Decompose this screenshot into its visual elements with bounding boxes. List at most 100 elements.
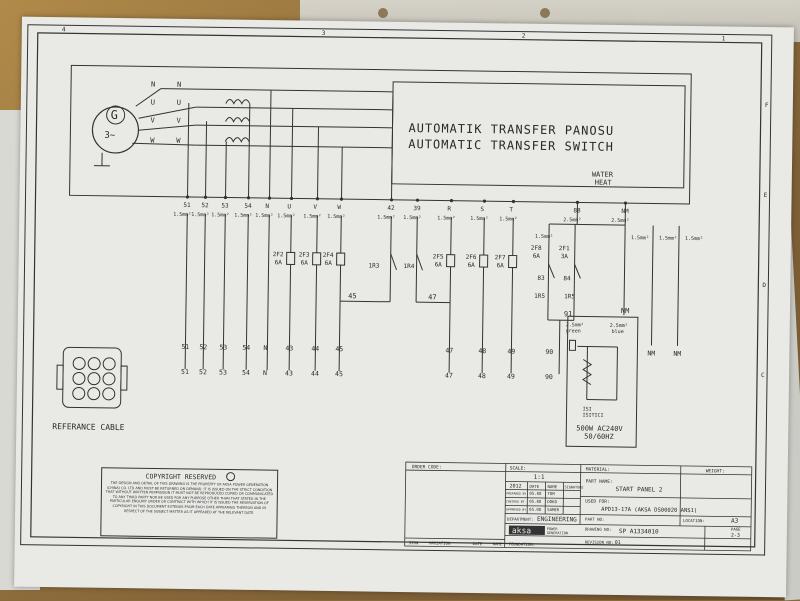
terminal-label-lower: 90 (545, 373, 553, 381)
company-name: aksa (512, 526, 532, 535)
approved-name: SAMER (547, 507, 560, 512)
date-label: DATE (473, 541, 483, 546)
title-line-2: AUTOMATIC TRANSFER SWITCH (408, 137, 614, 154)
terminal-label-lower: 49 (507, 372, 515, 380)
department-value: ENGINEERING (537, 516, 577, 524)
gen-terminal: U (151, 98, 155, 106)
top-terminal-label: R (447, 206, 451, 213)
terminal-label-upper: 51 (181, 343, 189, 351)
top-terminal-wire-size: 1.5mm² (173, 212, 191, 218)
gen-terminal: N (151, 80, 155, 88)
schematic-drawing: 4 3 2 1 F E D C AUTOMATIK TRANSFER PANOS… (14, 17, 794, 598)
terminal-dot (268, 196, 271, 199)
border-letter: F (765, 102, 769, 109)
location-label: LOCATION: (683, 518, 705, 523)
current-transformers (188, 89, 393, 200)
used-for-label: USED FOR: (585, 499, 609, 505)
terminal-label-upper: 47 (445, 347, 453, 355)
border-number: 1 (722, 35, 726, 42)
terminal-dot (247, 196, 250, 199)
gen-terminal: W (150, 136, 155, 144)
company-sub: POWERGENERATION (547, 527, 568, 535)
heater-label: ISITICI (582, 413, 603, 419)
fuse-label: 2F2 (273, 251, 284, 258)
top-terminal-wire-size: 1.5mm² (255, 213, 273, 219)
top-terminal-wire-size: 1.5mm² (327, 214, 345, 220)
terminal-label-lower: N (263, 369, 267, 377)
sheet-size: A3 (731, 518, 739, 525)
top-terminal-wire-size: 1.5mm² (403, 215, 421, 221)
year: 2012 (509, 483, 521, 489)
terminal-dot (483, 199, 486, 202)
terminal-label-upper: 45 (335, 345, 343, 353)
top-terminal-label: 51 (183, 202, 191, 209)
fuse-symbol (313, 253, 321, 265)
scale-label: SCALE: (510, 465, 526, 471)
copyright-icon (227, 473, 235, 481)
weight-label: WEIGHT: (706, 468, 725, 474)
name-label: NAME (493, 541, 503, 546)
water-heat-label: WATERHEAT (592, 171, 614, 187)
fuse-rating: 6A (301, 260, 309, 267)
top-terminal-wire-size: 2.5mm² (611, 218, 629, 224)
border-letter: C (761, 372, 765, 379)
terminal-wires (185, 197, 679, 376)
relay-pin: 83 (537, 275, 545, 282)
fuse-rating: 6A (275, 259, 283, 266)
top-terminal-wire-size: 1.5mm² (303, 214, 321, 220)
part-no-label: PART NO: (585, 517, 604, 522)
border-number: 3 (322, 30, 326, 37)
sign-label: SIGN (409, 540, 419, 545)
top-terminal-label: 53 (221, 202, 229, 209)
junction-label: NM (621, 307, 630, 315)
top-terminal-wire-size: 1.5mm² (437, 215, 455, 221)
top-terminal-label: 52 (201, 202, 209, 209)
terminal-label-lower: 43 (285, 369, 293, 377)
fuse-rating: 6A (497, 262, 505, 269)
terminal-dot (416, 199, 419, 202)
gen-terminal: W (176, 137, 181, 145)
name-header: NAME (547, 484, 557, 489)
top-terminal-wire-size: 2.5mm² (563, 217, 581, 223)
terminal-label-lower: 45 (335, 370, 343, 378)
terminal-label-lower: 47 (445, 372, 453, 380)
terminal-label-lower: 53 (219, 368, 227, 376)
fuse-group (287, 252, 517, 267)
relay-label: 1R3 (369, 263, 380, 270)
generator-phase: 3~ (104, 131, 116, 141)
gen-terminal: V (177, 117, 182, 125)
fuse-label: 2F6 (466, 254, 477, 261)
terminal-label-upper: NM (673, 350, 681, 358)
punch-hole (378, 8, 388, 18)
top-terminal-wire-size: 1.5mm² (211, 212, 229, 218)
junction-label: 47 (428, 293, 437, 301)
foundation-label: FOUNDATION: (509, 541, 536, 546)
fuse-rating: 6A (533, 253, 541, 260)
revision: 01 (615, 540, 621, 546)
title-block (405, 462, 752, 551)
approved-label: APPROVED BY (506, 507, 526, 511)
order-code-label: ORDER CODE: (412, 464, 442, 470)
outer-border (21, 25, 772, 555)
terminal-label-upper: 44 (311, 345, 319, 353)
wire-size-blue: 2.5mm²blue (610, 323, 628, 335)
fuse-symbol (447, 255, 455, 267)
gen-terminal: N (177, 81, 181, 89)
terminal-label-upper: 52 (199, 343, 207, 351)
border-number: 4 (62, 26, 66, 33)
relay-label: 1R5 (534, 293, 545, 300)
top-terminal-wire-size: 1.5mm² (499, 216, 517, 222)
terminal-dot (512, 200, 515, 203)
fuse-symbol (509, 255, 517, 267)
top-terminal-wire-size: 1.5mm² (234, 213, 252, 219)
top-terminal-label: 54 (244, 203, 252, 210)
fuse-symbol (287, 252, 295, 264)
signature-header: SIGNATURE (564, 485, 583, 489)
fuse-rating: 3A (561, 253, 569, 260)
fuse-label: 2F1 (559, 245, 570, 252)
checked-date: 05.08 (529, 499, 542, 504)
top-terminal-wire-size: 1.5mm² (377, 215, 395, 221)
top-terminal-wire-size: 1.5mm² (470, 216, 488, 222)
terminal-dot (186, 195, 189, 198)
fuse-symbol (337, 253, 345, 265)
